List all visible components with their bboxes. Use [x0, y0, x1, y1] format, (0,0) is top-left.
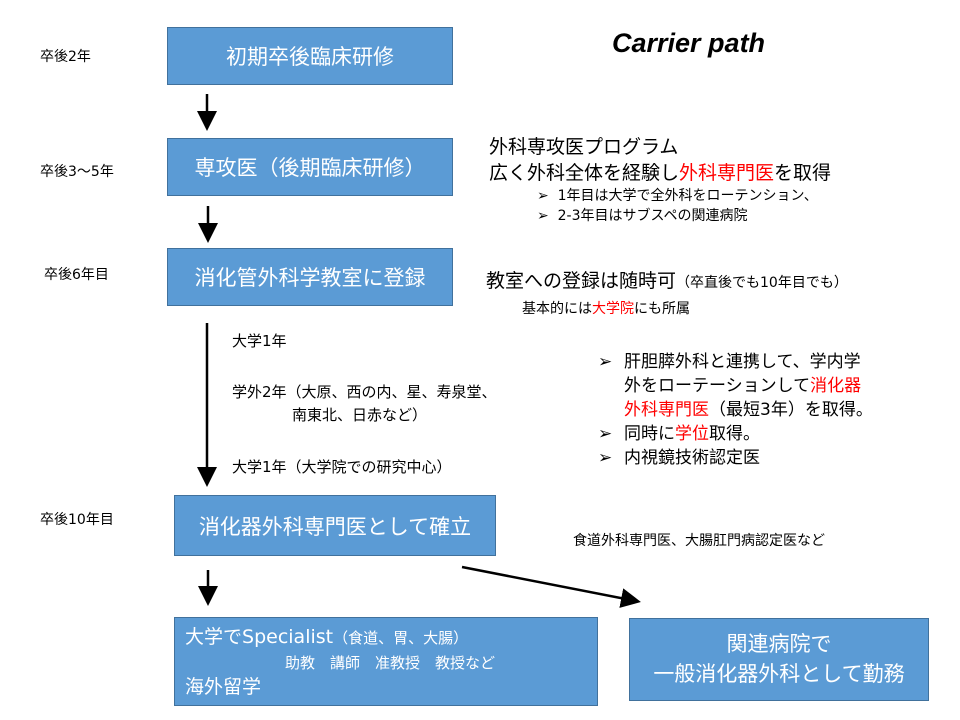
program-text: を取得	[774, 162, 832, 184]
rotation-line: 学外2年（大原、西の内、星、寿泉堂、	[232, 383, 497, 401]
affiliated-hospital-box: 関連病院で 一般消化器外科として勤務	[629, 618, 929, 701]
b5-abroad: 海外留学	[185, 676, 262, 698]
registration-main: 教室への登録は随時可	[486, 270, 677, 292]
registration-sub: 基本的には	[522, 301, 592, 317]
bullet-text: 外をローテーションして	[624, 376, 811, 396]
program-text: 広く外科全体を経験し	[489, 162, 680, 184]
initial-training-box: 初期卒後臨床研修	[167, 27, 453, 85]
bullet-highlight: 消化器	[810, 376, 862, 396]
specialist-bullets: ➢肝胆膵外科と連携して、学内学外をローテーションして消化器外科専門医（最短3年）…	[598, 352, 873, 468]
specialist-established-box: 消化器外科専門医として確立	[174, 495, 496, 556]
b5-text: Specialist	[242, 626, 334, 648]
year-label-3-5: 卒後3〜5年	[40, 164, 114, 180]
university-specialist-box: 大学でSpecialist（食道、胃、大腸） 助教 講師 准教授 教授など 海外…	[174, 617, 598, 706]
registration-note: 教室への登録は随時可（卒直後でも10年目でも） 基本的には大学院にも所属	[486, 268, 848, 322]
program-highlight: 外科専門医	[679, 162, 775, 184]
year-label-6: 卒後6年目	[44, 267, 109, 283]
b6-line1: 関連病院で	[726, 632, 832, 656]
bullet-text: 内視鏡技術認定医	[624, 448, 760, 468]
b5-text: 大学で	[185, 626, 243, 648]
bullet-highlight: 学位	[675, 424, 709, 444]
arrow-diagonal	[461, 565, 641, 608]
b5-positions: 助教 講師 准教授 教授など	[285, 654, 496, 672]
bullet-highlight: 外科専門医	[624, 400, 709, 420]
b6-line2: 一般消化器外科として勤務	[653, 662, 905, 686]
b5-text: （食道、胃、大腸）	[333, 629, 469, 647]
rotation-line: 大学1年（大学院での研究中心）	[232, 458, 452, 476]
program-bullet: ➢ 2-3年目はサブスペの関連病院	[537, 208, 748, 224]
year-label-2: 卒後2年	[40, 49, 91, 65]
bullet-text: （最短3年）を取得。	[709, 400, 873, 420]
program-bullet: ➢ 1年目は大学で全外科をローテンション、	[537, 188, 818, 204]
slide-title: Carrier path	[612, 28, 766, 58]
resident-box: 専攻医（後期臨床研修）	[167, 138, 453, 196]
bullet-text: 肝胆膵外科と連携して、学内学	[624, 352, 861, 372]
registration-highlight: 大学院	[592, 301, 634, 317]
registration-sub: にも所属	[634, 301, 690, 317]
subspecialty-note: 食道外科専門医、大腸肛門病認定医など	[573, 533, 825, 549]
program-description: 外科専攻医プログラム 広く外科全体を経験し外科専門医を取得 ➢ 1年目は大学で全…	[489, 134, 831, 226]
registration-paren: （卒直後でも10年目でも）	[676, 275, 848, 291]
year-label-10: 卒後10年目	[40, 512, 114, 528]
department-registration-box: 消化管外科学教室に登録	[167, 248, 453, 306]
program-heading: 外科専攻医プログラム	[489, 136, 679, 158]
rotation-line: 南東北、日赤など）	[292, 406, 428, 424]
bullet-text: 同時に	[624, 424, 675, 444]
bullet-text: 取得。	[709, 424, 760, 444]
rotation-line: 大学1年	[232, 332, 287, 350]
